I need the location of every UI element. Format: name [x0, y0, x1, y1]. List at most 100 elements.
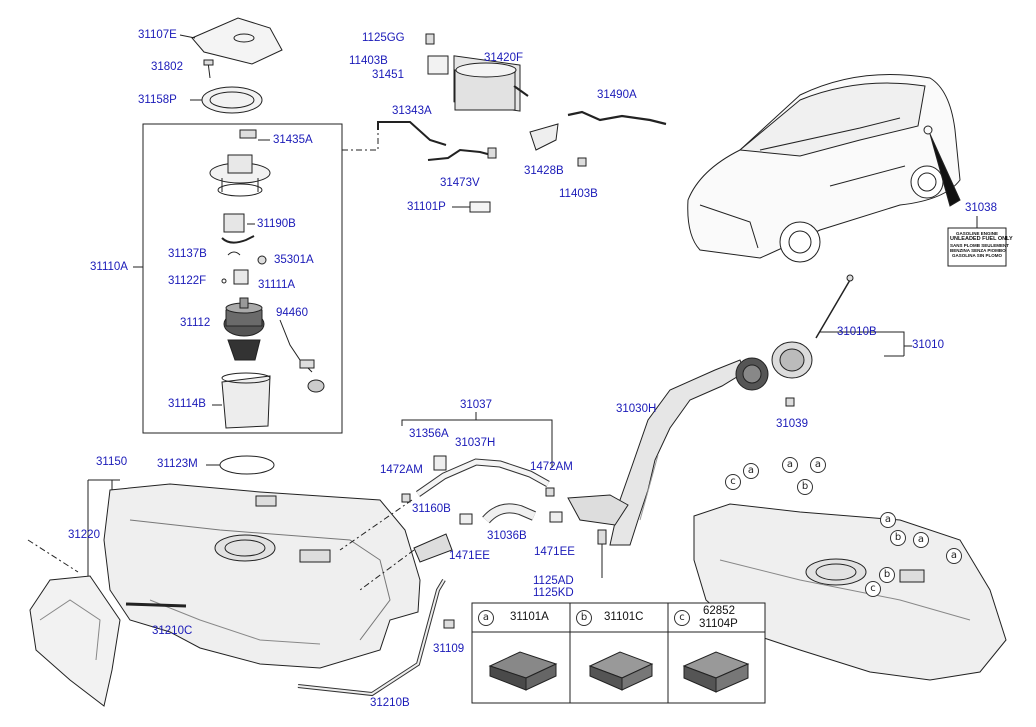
label-31160B: 31160B	[412, 503, 451, 515]
decal-line-5: GASOLINA SIN PLOMO	[951, 253, 1003, 258]
label-31101P: 31101P	[407, 201, 446, 213]
label-31036B: 31036B	[487, 530, 527, 542]
filter-31190B	[223, 213, 245, 233]
legend-pad-c	[682, 651, 750, 693]
label-31107E: 31107E	[138, 29, 177, 41]
fuel-decal-text: GASOLINE ENGINE UNLEADED FUEL ONLY SANS …	[950, 231, 1013, 258]
label-31473V: 31473V	[440, 177, 480, 189]
callout-b-2: b	[890, 530, 906, 546]
label-31037: 31037	[460, 399, 492, 411]
label-1471EE-left: 1471EE	[449, 550, 490, 562]
label-31802: 31802	[151, 61, 183, 73]
clip-31137B	[227, 251, 241, 256]
label-11403B-bottom: 11403B	[559, 188, 598, 200]
fuel-label-decal-31038	[947, 227, 1007, 267]
bolt-1125GG	[425, 33, 435, 45]
hose-31490A	[567, 110, 667, 126]
legend-part-c1: 62852	[703, 605, 735, 617]
bolt-11403B	[577, 157, 587, 167]
clamp-1471EE-left	[459, 513, 473, 525]
label-31010: 31010	[912, 339, 944, 351]
label-94460: 94460	[276, 307, 308, 319]
bracket-31451	[427, 55, 449, 75]
label-31435A: 31435A	[273, 134, 313, 146]
label-31158P: 31158P	[138, 94, 177, 106]
label-31451: 31451	[372, 69, 404, 81]
bolt-31039	[785, 397, 795, 407]
callout-c-1: c	[725, 474, 741, 490]
label-31123M: 31123M	[157, 458, 198, 470]
fuel-label-31101P	[469, 201, 491, 213]
callout-a-5: a	[913, 532, 929, 548]
label-31110A: 31110A	[90, 261, 128, 273]
fuel-hose-set	[567, 494, 629, 526]
clamp-1471EE-right	[549, 511, 563, 523]
label-31037H: 31037H	[455, 437, 496, 449]
label-31210B: 31210B	[370, 697, 410, 709]
decal-line-4: BENZINA SENZA PIOMBO	[950, 248, 1006, 253]
nut-31109	[443, 619, 455, 629]
label-31490A: 31490A	[597, 89, 637, 101]
label-31356A: 31356A	[409, 428, 449, 440]
legend-callout-b: b	[576, 610, 592, 626]
label-31112: 31112	[180, 317, 211, 329]
bracket-31160B	[413, 533, 453, 563]
pump-31111A	[233, 269, 249, 285]
legend-callout-a: a	[478, 610, 494, 626]
reservoir-31114B	[221, 375, 271, 429]
decal-line-2: UNLEADED FUEL ONLY	[950, 236, 1013, 242]
clamp-1472AM-left	[401, 493, 411, 503]
label-1125GG: 1125GG	[362, 32, 405, 44]
label-1471EE-right: 1471EE	[534, 546, 575, 558]
label-35301A: 35301A	[274, 254, 314, 266]
callout-a-2: a	[782, 457, 798, 473]
label-31220: 31220	[68, 529, 100, 541]
label-31210C: 31210C	[152, 625, 193, 637]
legend-part-a: 31101A	[510, 611, 549, 623]
label-1472AM-left: 1472AM	[380, 464, 423, 476]
legend-pad-a	[488, 651, 558, 691]
o-ring-31123M	[219, 455, 275, 475]
label-1125KD: 1125KD	[533, 587, 574, 599]
label-31010B: 31010B	[837, 326, 877, 338]
label-1125AD: 1125AD	[533, 575, 574, 587]
cap-tether	[815, 279, 851, 339]
decal-line-1: GASOLINE ENGINE	[955, 231, 998, 236]
callout-a-1: a	[743, 463, 759, 479]
regulator-35301A	[257, 255, 267, 265]
label-31150: 31150	[96, 456, 128, 468]
label-31122F: 31122F	[168, 275, 207, 287]
heat-shield-31220	[29, 575, 121, 707]
legend-callout-c: c	[674, 610, 690, 626]
label-31114B: 31114B	[168, 398, 206, 410]
filler-neck-31030H	[609, 359, 746, 546]
hose-31343A	[377, 121, 447, 146]
label-31030H: 31030H	[616, 403, 657, 415]
label-31428B: 31428B	[524, 165, 564, 177]
label-31109: 31109	[433, 643, 465, 655]
label-31137B: 31137B	[168, 248, 207, 260]
clip-31356A	[433, 455, 447, 471]
label-31190B: 31190B	[257, 218, 296, 230]
strap-31210C	[125, 602, 187, 608]
pump-cover-hole	[233, 33, 255, 43]
fuel-tank-alt-view	[693, 503, 1007, 681]
label-11403B-top: 11403B	[349, 55, 388, 67]
car-illustration	[687, 74, 961, 263]
callout-b-3: b	[879, 567, 895, 583]
label-31039: 31039	[776, 418, 808, 430]
callout-c-2: c	[865, 581, 881, 597]
callout-b-1: b	[797, 479, 813, 495]
callout-a-3: a	[810, 457, 826, 473]
pump-module-box	[142, 123, 343, 434]
legend-part-b: 31101C	[604, 611, 644, 623]
label-31111A: 31111A	[258, 279, 296, 291]
lock-ring-31158P	[201, 86, 263, 114]
legend-pad-b	[588, 651, 654, 691]
label-31343A: 31343A	[392, 105, 432, 117]
hose-31473V	[427, 148, 496, 161]
label-31038: 31038	[965, 202, 997, 214]
connector-31435A	[239, 129, 257, 139]
